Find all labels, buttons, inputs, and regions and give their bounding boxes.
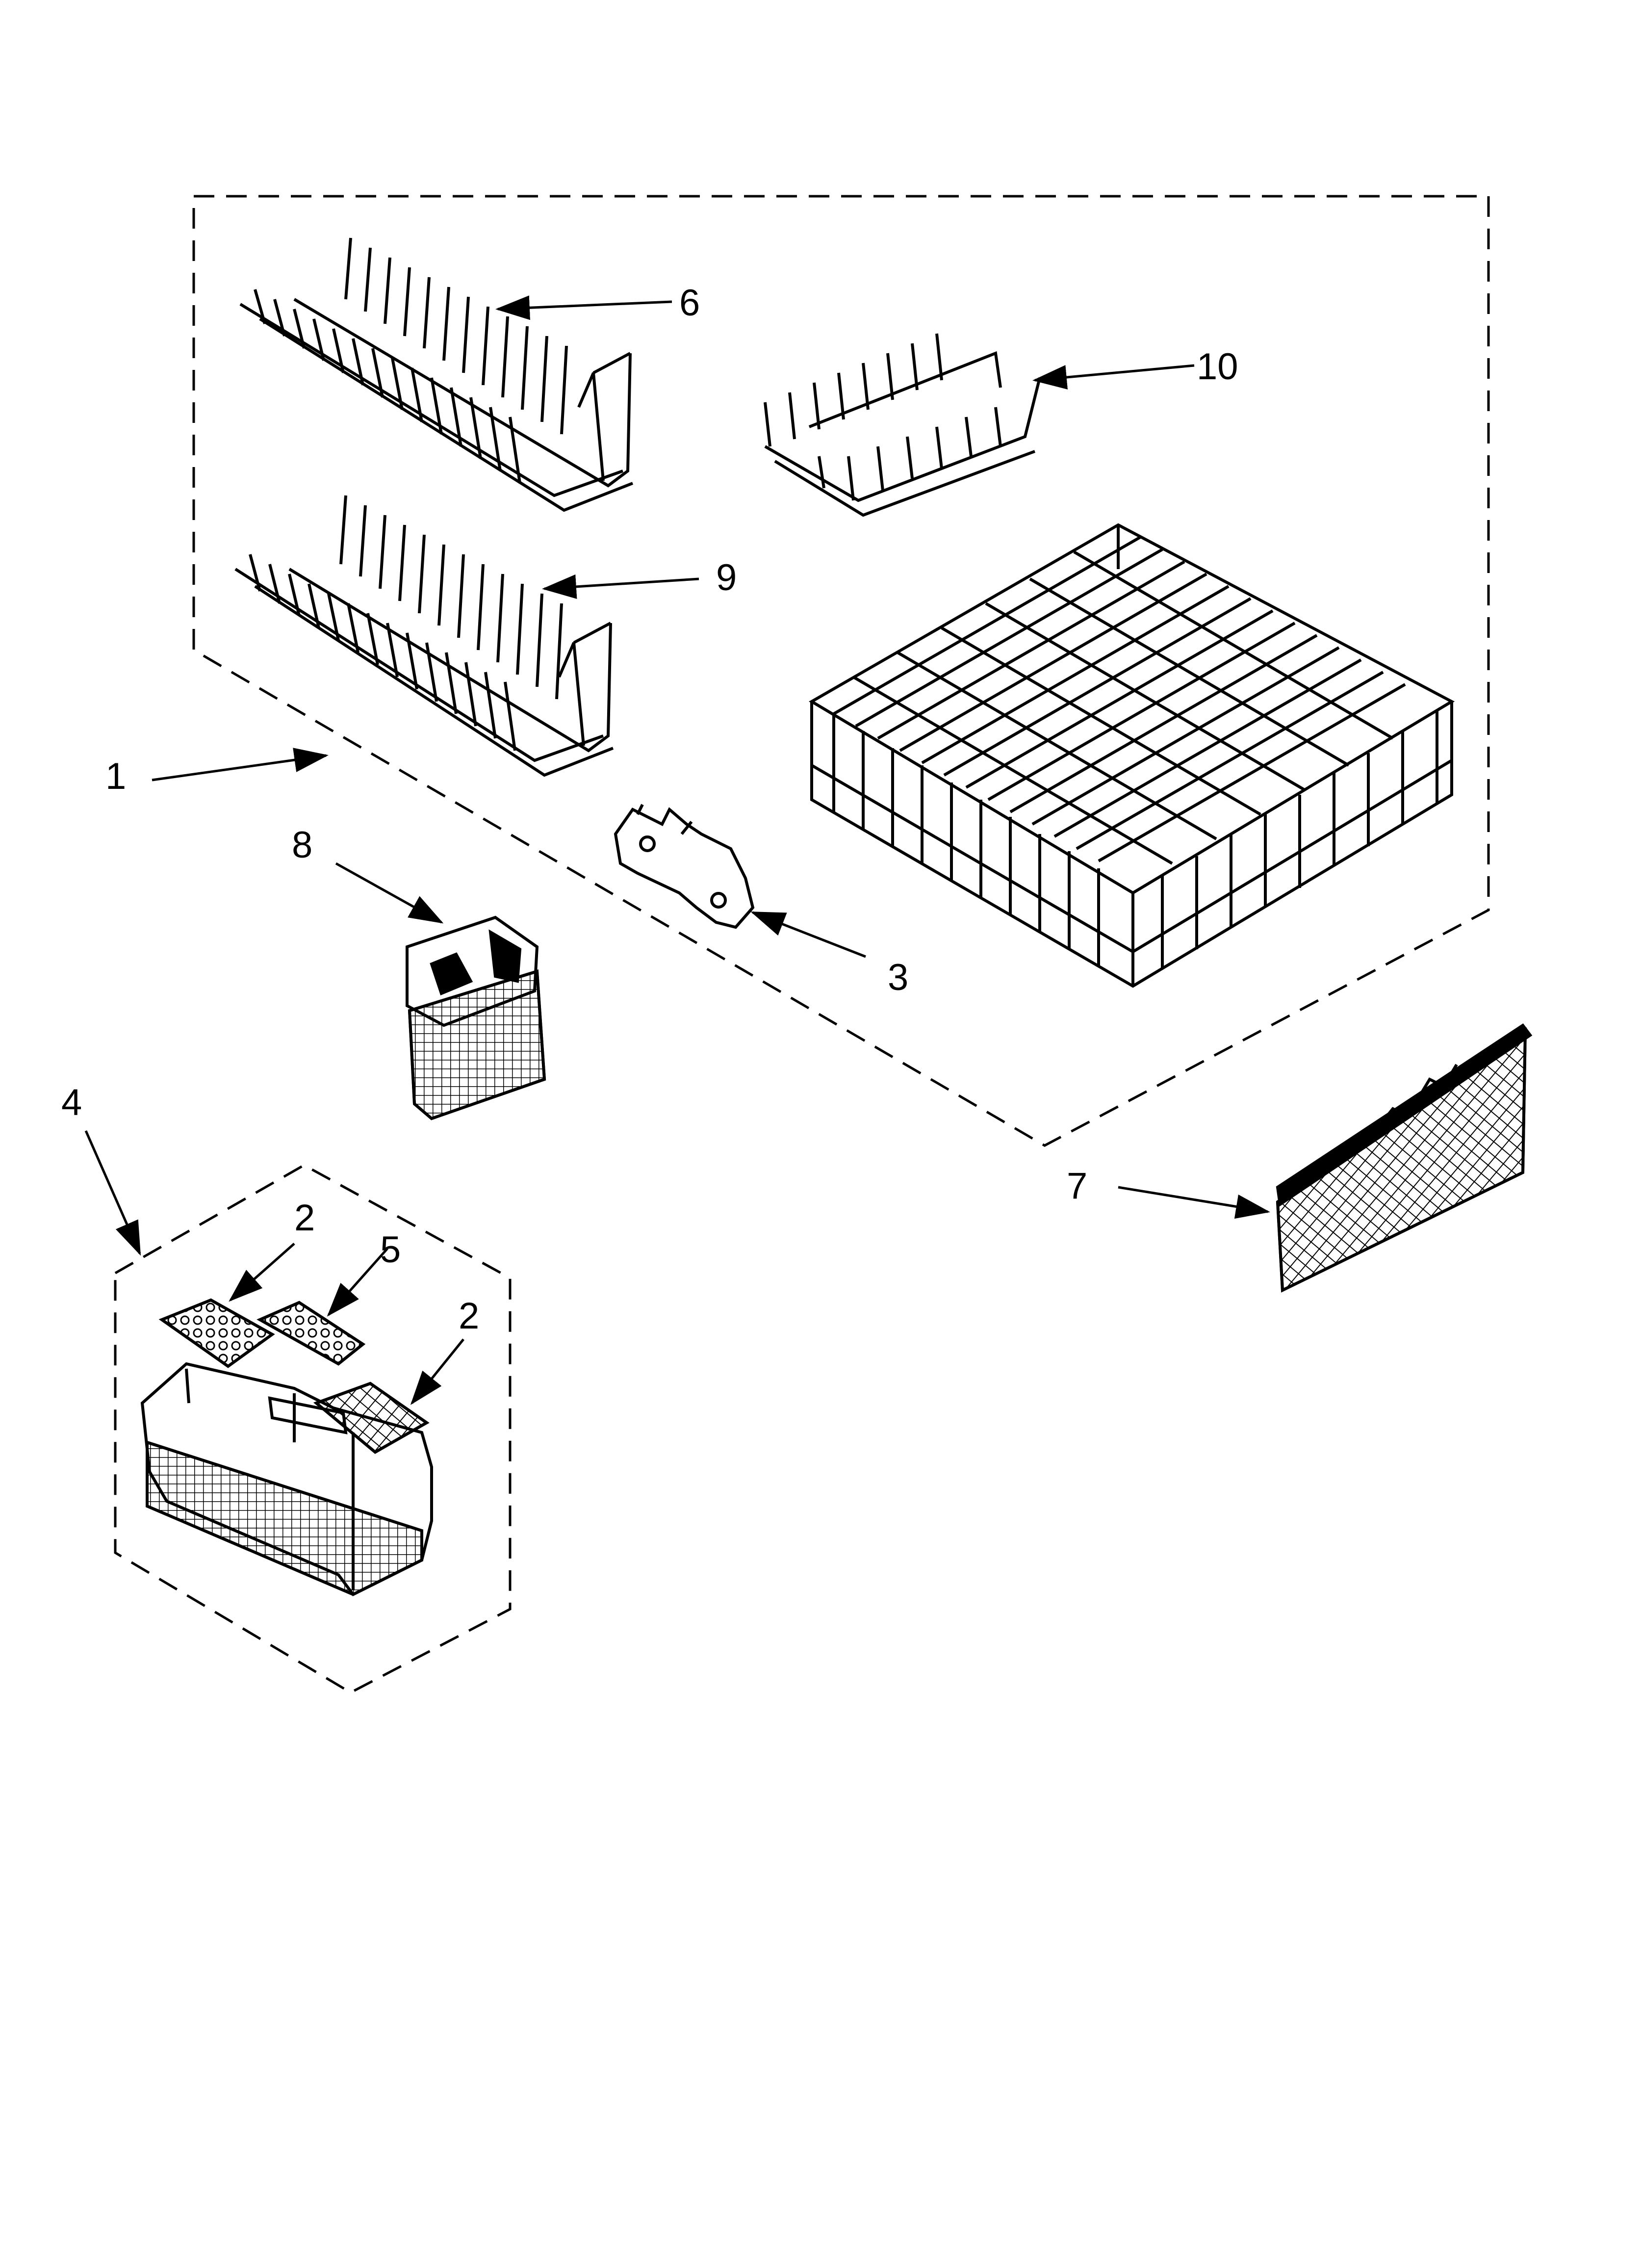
small-basket-icon	[406, 915, 546, 1121]
basket-lid-icon	[158, 1298, 275, 1368]
callout-4: 4	[61, 1082, 82, 1123]
rack-clip-icon	[614, 804, 755, 929]
callout-8: 8	[292, 824, 313, 866]
leader-lines	[84, 295, 1270, 1405]
tine-row-icon	[234, 495, 614, 777]
callout-1: 1	[105, 756, 127, 797]
basket-lid-icon	[313, 1382, 430, 1454]
callout-6: 6	[679, 282, 700, 324]
small-tine-row-icon	[764, 333, 1041, 517]
tine-row-icon	[239, 237, 634, 512]
mesh-panel-icon	[1276, 1023, 1533, 1293]
basket-lid-small-icon	[257, 1301, 366, 1366]
callout-7: 7	[1067, 1165, 1088, 1207]
callout-9: 9	[716, 557, 737, 599]
callout-2b: 2	[459, 1295, 480, 1337]
lower-rack-icon	[809, 523, 1455, 988]
callout-2a: 2	[294, 1197, 315, 1239]
callout-5: 5	[380, 1229, 401, 1271]
callout-3: 3	[888, 957, 909, 998]
callout-10: 10	[1197, 346, 1238, 388]
assembly-4-outline	[114, 1164, 512, 1694]
assembly-1-outline	[192, 195, 1490, 1147]
